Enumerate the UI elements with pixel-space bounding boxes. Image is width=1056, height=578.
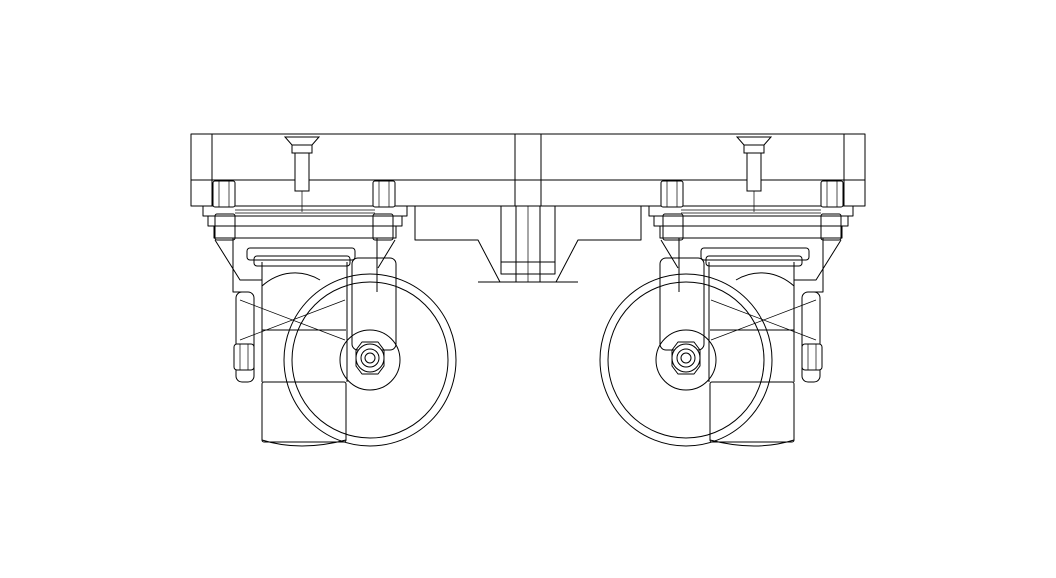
frame-profile xyxy=(414,206,642,283)
caster-right xyxy=(599,136,854,447)
center-bracket xyxy=(500,205,556,283)
caster-left xyxy=(202,136,457,447)
